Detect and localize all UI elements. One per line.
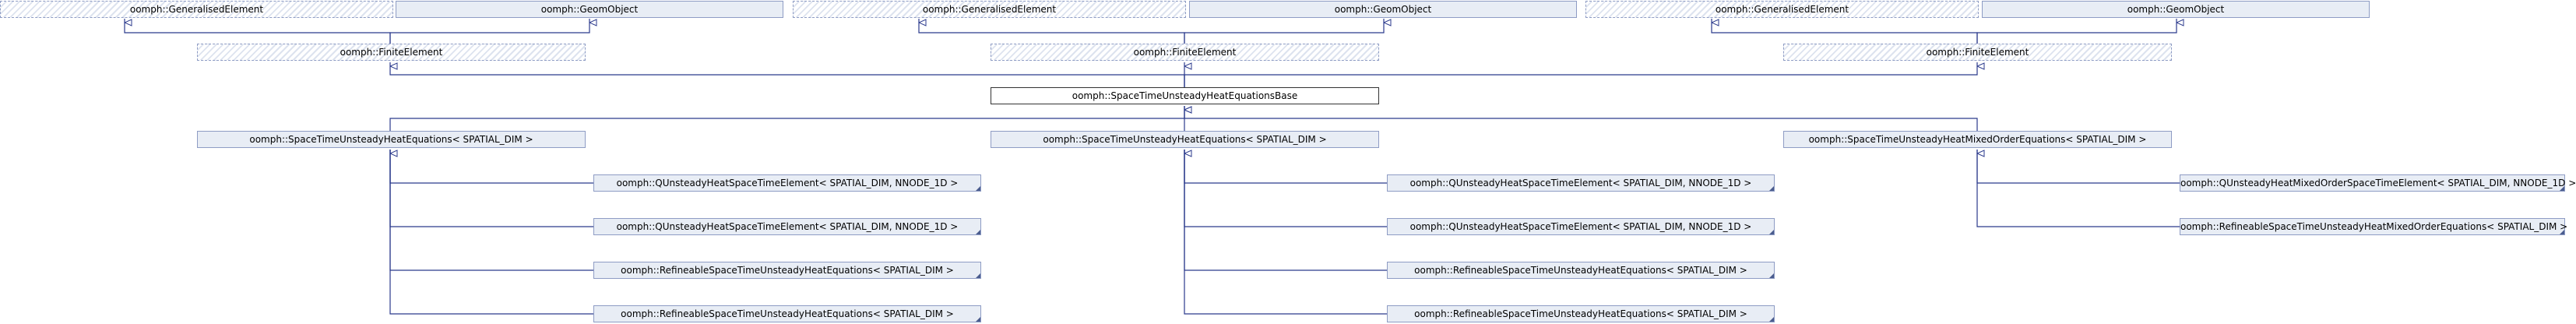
node-label: oomph::FiniteElement (1133, 47, 1237, 58)
node-geom-object-3[interactable]: oomph::GeomObject (1982, 1, 2370, 18)
edge-n3-n8 (918, 19, 1185, 44)
node-label: oomph::GeomObject (2127, 4, 2225, 15)
node-space-time-unsteady-heat-mixed-order-equations[interactable]: oomph::SpaceTimeUnsteadyHeatMixedOrderEq… (1783, 131, 2172, 148)
edge-n12-n20 (1184, 150, 1387, 271)
node-q-unsteady-heat-space-time-element-1[interactable]: oomph::QUnsteadyHeatSpaceTimeElement< SP… (593, 174, 981, 192)
node-q-unsteady-heat-space-time-element-4[interactable]: oomph::QUnsteadyHeatSpaceTimeElement< SP… (1387, 218, 1775, 235)
node-space-time-unsteady-heat-equations-base[interactable]: oomph::SpaceTimeUnsteadyHeatEquationsBas… (991, 87, 1379, 104)
node-label: oomph::GeneralisedElement (1715, 4, 1849, 15)
node-label: oomph::RefineableSpaceTimeUnsteadyHeatEq… (1414, 265, 1747, 276)
edge-n1-n7 (124, 19, 391, 44)
edge-n7-n10 (389, 62, 1185, 87)
node-label: oomph::RefineableSpaceTimeUnsteadyHeatEq… (621, 308, 954, 319)
node-space-time-unsteady-heat-equations-1[interactable]: oomph::SpaceTimeUnsteadyHeatEquations< S… (197, 131, 586, 148)
edge-n11-n17 (389, 150, 593, 315)
node-label: oomph::GeneralisedElement (129, 4, 264, 15)
node-label: oomph::RefineableSpaceTimeUnsteadyHeatEq… (1414, 308, 1747, 319)
node-label: oomph::FiniteElement (1926, 47, 2029, 58)
edge-n12-n19 (1184, 150, 1387, 227)
node-refineable-space-time-unsteady-heat-equations-4[interactable]: oomph::RefineableSpaceTimeUnsteadyHeatEq… (1387, 305, 1775, 322)
edge-n13-n23 (1976, 150, 2180, 227)
node-label: oomph::SpaceTimeUnsteadyHeatEquations< S… (1043, 134, 1327, 145)
node-label: oomph::QUnsteadyHeatSpaceTimeElement< SP… (616, 178, 959, 188)
node-label: oomph::SpaceTimeUnsteadyHeatMixedOrderEq… (1808, 134, 2147, 145)
node-generalised-element-2[interactable]: oomph::GeneralisedElement (793, 1, 1186, 18)
node-label: oomph::GeomObject (1334, 4, 1432, 15)
edge-n10-n11 (389, 106, 1184, 131)
node-label: oomph::FiniteElement (340, 47, 443, 58)
edge-n12-n18 (1184, 150, 1387, 184)
node-generalised-element-3[interactable]: oomph::GeneralisedElement (1585, 1, 1979, 18)
node-label: oomph::SpaceTimeUnsteadyHeatEquationsBas… (1072, 90, 1298, 101)
edge-n11-n14 (389, 150, 593, 184)
node-label: oomph::QUnsteadyHeatSpaceTimeElement< SP… (1409, 221, 1752, 232)
edge-n6-n9 (1976, 19, 2177, 44)
node-space-time-unsteady-heat-equations-2[interactable]: oomph::SpaceTimeUnsteadyHeatEquations< S… (991, 131, 1379, 148)
node-geom-object-2[interactable]: oomph::GeomObject (1189, 1, 1577, 18)
edge-n2-n7 (389, 19, 589, 44)
node-finite-element-1[interactable]: oomph::FiniteElement (197, 44, 586, 61)
edge-n13-n22 (1976, 150, 2180, 184)
node-label: oomph::QUnsteadyHeatMixedOrderSpaceTimeE… (2180, 178, 2576, 188)
edge-n9-n10 (1184, 62, 1977, 87)
node-finite-element-3[interactable]: oomph::FiniteElement (1783, 44, 2172, 61)
node-label: oomph::RefineableSpaceTimeUnsteadyHeatEq… (621, 265, 954, 276)
edge-n11-n16 (389, 150, 593, 271)
node-label: oomph::RefineableSpaceTimeUnsteadyHeatMi… (2180, 221, 2568, 232)
node-finite-element-2[interactable]: oomph::FiniteElement (991, 44, 1379, 61)
node-label: oomph::SpaceTimeUnsteadyHeatEquations< S… (249, 134, 533, 145)
node-q-unsteady-heat-space-time-element-2[interactable]: oomph::QUnsteadyHeatSpaceTimeElement< SP… (593, 218, 981, 235)
node-generalised-element-1[interactable]: oomph::GeneralisedElement (0, 1, 393, 18)
edge-n5-n9 (1711, 19, 1978, 44)
node-refineable-space-time-unsteady-heat-equations-1[interactable]: oomph::RefineableSpaceTimeUnsteadyHeatEq… (593, 262, 981, 279)
node-label: oomph::QUnsteadyHeatSpaceTimeElement< SP… (1409, 178, 1752, 188)
node-refineable-space-time-unsteady-heat-equations-3[interactable]: oomph::RefineableSpaceTimeUnsteadyHeatEq… (1387, 262, 1775, 279)
node-geom-object-1[interactable]: oomph::GeomObject (396, 1, 783, 18)
node-refineable-space-time-unsteady-heat-equations-2[interactable]: oomph::RefineableSpaceTimeUnsteadyHeatEq… (593, 305, 981, 322)
node-q-unsteady-heat-mixed-order-space-time-element[interactable]: oomph::QUnsteadyHeatMixedOrderSpaceTimeE… (2180, 174, 2576, 192)
node-label: oomph::GeomObject (540, 4, 639, 15)
node-label: oomph::GeneralisedElement (922, 4, 1057, 15)
node-refineable-space-time-unsteady-heat-mixed-order-equations[interactable]: oomph::RefineableSpaceTimeUnsteadyHeatMi… (2180, 218, 2568, 235)
node-q-unsteady-heat-space-time-element-3[interactable]: oomph::QUnsteadyHeatSpaceTimeElement< SP… (1387, 174, 1775, 192)
edge-n11-n15 (389, 150, 593, 227)
edge-n4-n8 (1184, 19, 1384, 44)
edge-n12-n21 (1184, 150, 1387, 315)
edge-n10-n13 (1184, 106, 1978, 131)
node-label: oomph::QUnsteadyHeatSpaceTimeElement< SP… (616, 221, 959, 232)
